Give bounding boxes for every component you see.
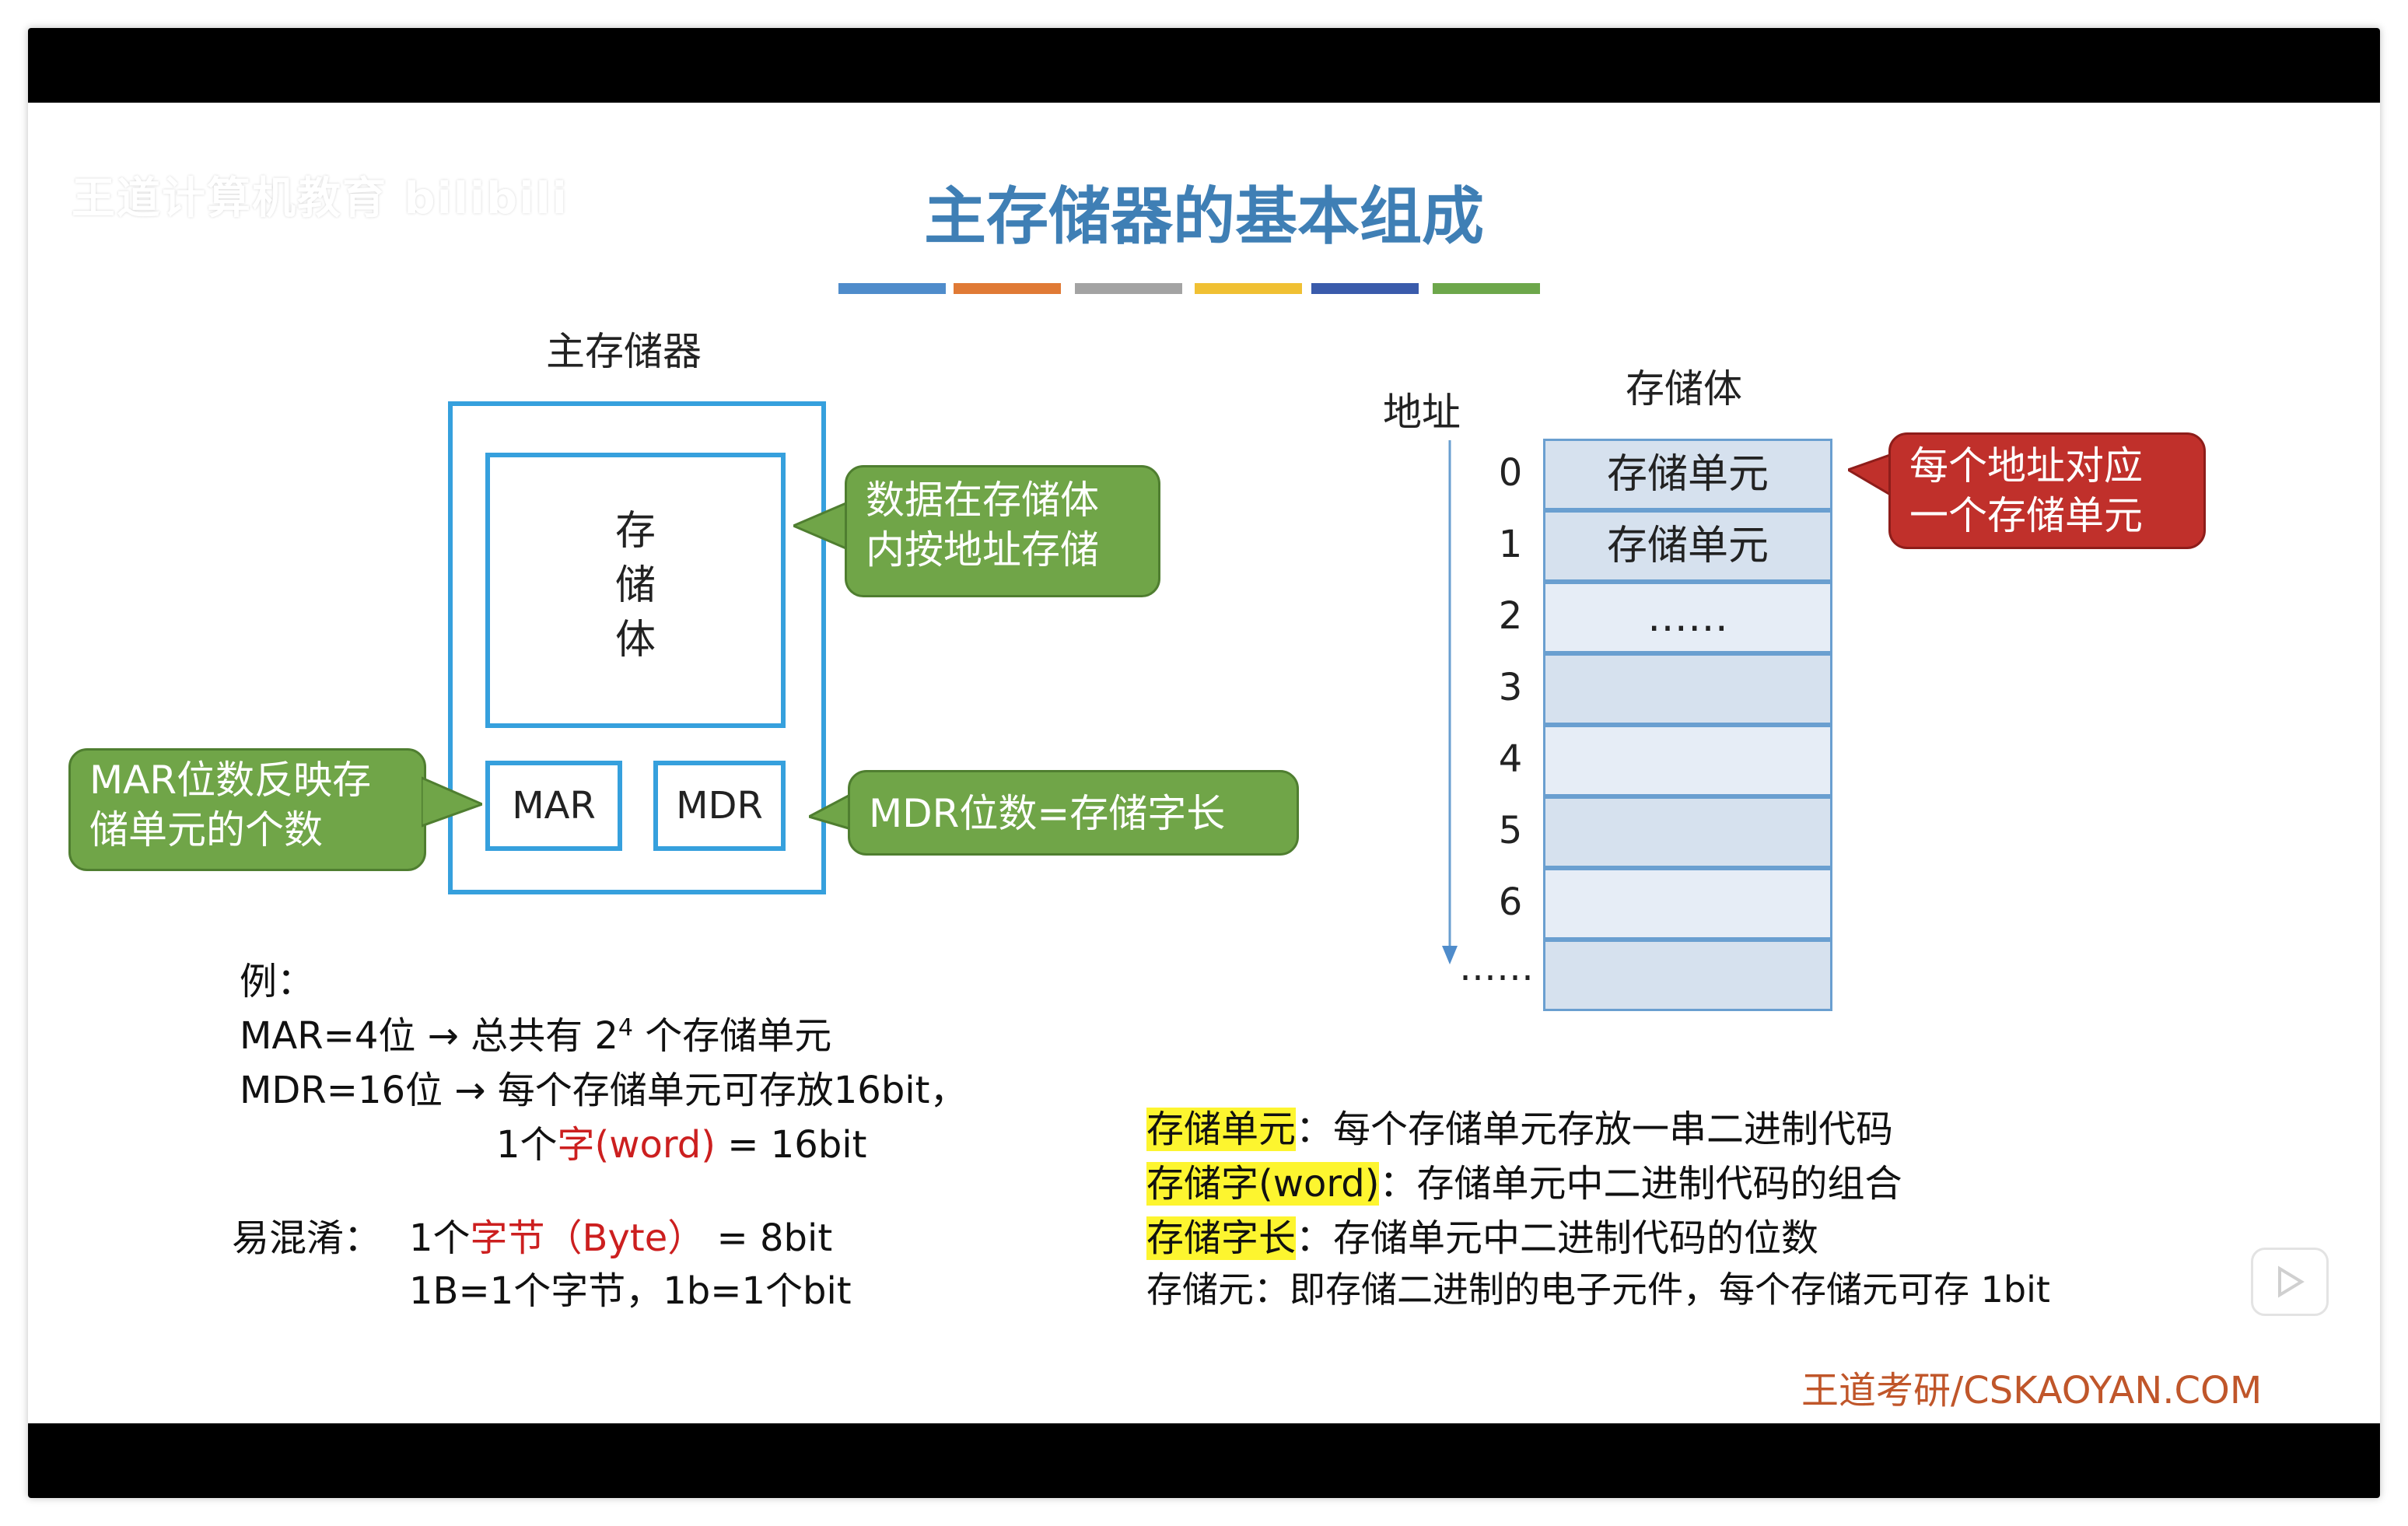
- address-1: 1: [1498, 523, 1523, 566]
- address-0: 0: [1498, 451, 1523, 495]
- bubble-mdr: MDR位数=存储字长: [848, 770, 1299, 856]
- address-3: 3: [1498, 666, 1523, 709]
- confuse-line-1: 1个字节（Byte） = 8bit: [409, 1207, 832, 1262]
- example-line-1: MAR=4位 → 总共有 24 个存储单元: [240, 1005, 831, 1059]
- bubble-address-cell: 每个地址对应 一个存储单元: [1888, 432, 2206, 549]
- storage-body-char-1: 存: [614, 508, 656, 555]
- storage-body-char-2: 储: [614, 562, 656, 609]
- definition-2-desc: ：存储单元中二进制代码的组合: [1379, 1162, 1902, 1206]
- memory-cell-6: [1543, 868, 1832, 940]
- memory-cell-1: 存储单元: [1543, 510, 1832, 582]
- bubble-data-storage: 数据在存储体 内按地址存储: [845, 465, 1160, 597]
- mar-register: MAR: [485, 761, 622, 851]
- play-triangle-icon: [2278, 1265, 2305, 1298]
- slide-title: 主存储器的基本组成: [924, 180, 1484, 253]
- address-5: 5: [1498, 809, 1523, 852]
- bubble-mar-line-1: MAR位数反映存: [89, 758, 372, 803]
- bubble-data-line-2: 内按地址存储: [866, 527, 1099, 572]
- title-underline-1: [838, 283, 946, 294]
- memory-cell-3: [1543, 653, 1832, 725]
- example-line-1-tail: 个存储单元: [633, 1014, 832, 1058]
- address-header: 地址: [1383, 390, 1461, 435]
- definition-3-term: 存储字长: [1146, 1216, 1297, 1260]
- example-line-1-text: MAR=4位 → 总共有 2: [240, 1014, 618, 1058]
- address-4: 4: [1498, 737, 1523, 781]
- bubble-mar-line-2: 储单元的个数: [89, 807, 323, 852]
- definition-4: 存储元：即存储二进制的电子元件，每个存储元可存 1bit: [1146, 1269, 2050, 1311]
- title-underline-3: [1075, 283, 1182, 294]
- bubble-data-pointer: [793, 496, 859, 555]
- definition-2-term: 存储字(word): [1146, 1162, 1380, 1206]
- slide-frame: 王道计算机教育 bilibili 主存储器的基本组成 主存储器 存 储 体 MA…: [28, 28, 2380, 1498]
- address-more: ……: [1459, 946, 1534, 989]
- bubble-mar-pointer: [422, 776, 482, 828]
- watermark: 王道计算机教育 bilibili: [72, 173, 569, 224]
- confuse-label: 易混淆：: [232, 1216, 382, 1260]
- memory-cell-5: [1543, 796, 1832, 868]
- title-underline-2: [954, 283, 1061, 294]
- byte-term: 字节（Byte）: [470, 1216, 705, 1260]
- bubble-address-line-1: 每个地址对应: [1909, 443, 2143, 488]
- storage-body-box: 存 储 体: [485, 453, 786, 728]
- play-icon[interactable]: [2251, 1248, 2329, 1316]
- letterbox-top: [28, 28, 2380, 103]
- example-line-3: 1个字(word) = 16bit: [496, 1114, 866, 1168]
- footer-brand: 王道考研/CSKAOYAN.COM: [1801, 1369, 2263, 1412]
- definition-3-desc: ：存储单元中二进制代码的位数: [1296, 1216, 1819, 1260]
- address-arrow: [1442, 440, 1458, 964]
- title-underline-4: [1195, 283, 1302, 294]
- title-underline-6: [1433, 283, 1540, 294]
- bubble-address-line-2: 一个存储单元: [1909, 493, 2143, 538]
- address-2: 2: [1498, 594, 1523, 638]
- bubble-mar: MAR位数反映存 储单元的个数: [68, 748, 426, 871]
- letterbox-bottom: [28, 1423, 2380, 1498]
- example-line-3-text: 1个: [496, 1123, 558, 1167]
- definition-1: 存储单元：每个存储单元存放一串二进制代码: [1146, 1098, 1893, 1153]
- example-line-3-tail: = 16bit: [716, 1123, 867, 1167]
- example-line-1-sup: 4: [618, 1014, 633, 1041]
- bubble-data-line-1: 数据在存储体: [866, 478, 1099, 523]
- definition-1-term: 存储单元: [1146, 1108, 1297, 1151]
- definition-3: 存储字长：存储单元中二进制代码的位数: [1146, 1207, 1818, 1262]
- memory-cell-0: 存储单元: [1543, 439, 1832, 510]
- example-line-2: MDR=16位 → 每个存储单元可存放16bit，: [240, 1069, 968, 1112]
- memory-cell-7: [1543, 940, 1832, 1011]
- word-term: 字(word): [557, 1123, 716, 1167]
- confuse-line-2: 1B=1个字节，1b=1个bit: [409, 1269, 852, 1313]
- example-label: 例：: [240, 960, 315, 1003]
- address-6: 6: [1498, 880, 1523, 924]
- definition-2: 存储字(word)：存储单元中二进制代码的组合: [1146, 1153, 1902, 1207]
- memory-cell-4: [1543, 725, 1832, 796]
- title-underline-5: [1311, 283, 1419, 294]
- confuse-line-1-tail: = 8bit: [705, 1216, 833, 1260]
- storage-body-header: 存储体: [1626, 366, 1742, 411]
- mdr-register: MDR: [653, 761, 786, 851]
- confuse-line-1-text: 1个: [409, 1216, 471, 1260]
- main-memory-label: 主存储器: [546, 329, 702, 374]
- memory-cell-2: ……: [1543, 582, 1832, 653]
- storage-body-char-3: 体: [614, 617, 656, 663]
- definition-1-desc: ：每个存储单元存放一串二进制代码: [1296, 1108, 1894, 1151]
- bubble-address-pointer: [1848, 450, 1901, 502]
